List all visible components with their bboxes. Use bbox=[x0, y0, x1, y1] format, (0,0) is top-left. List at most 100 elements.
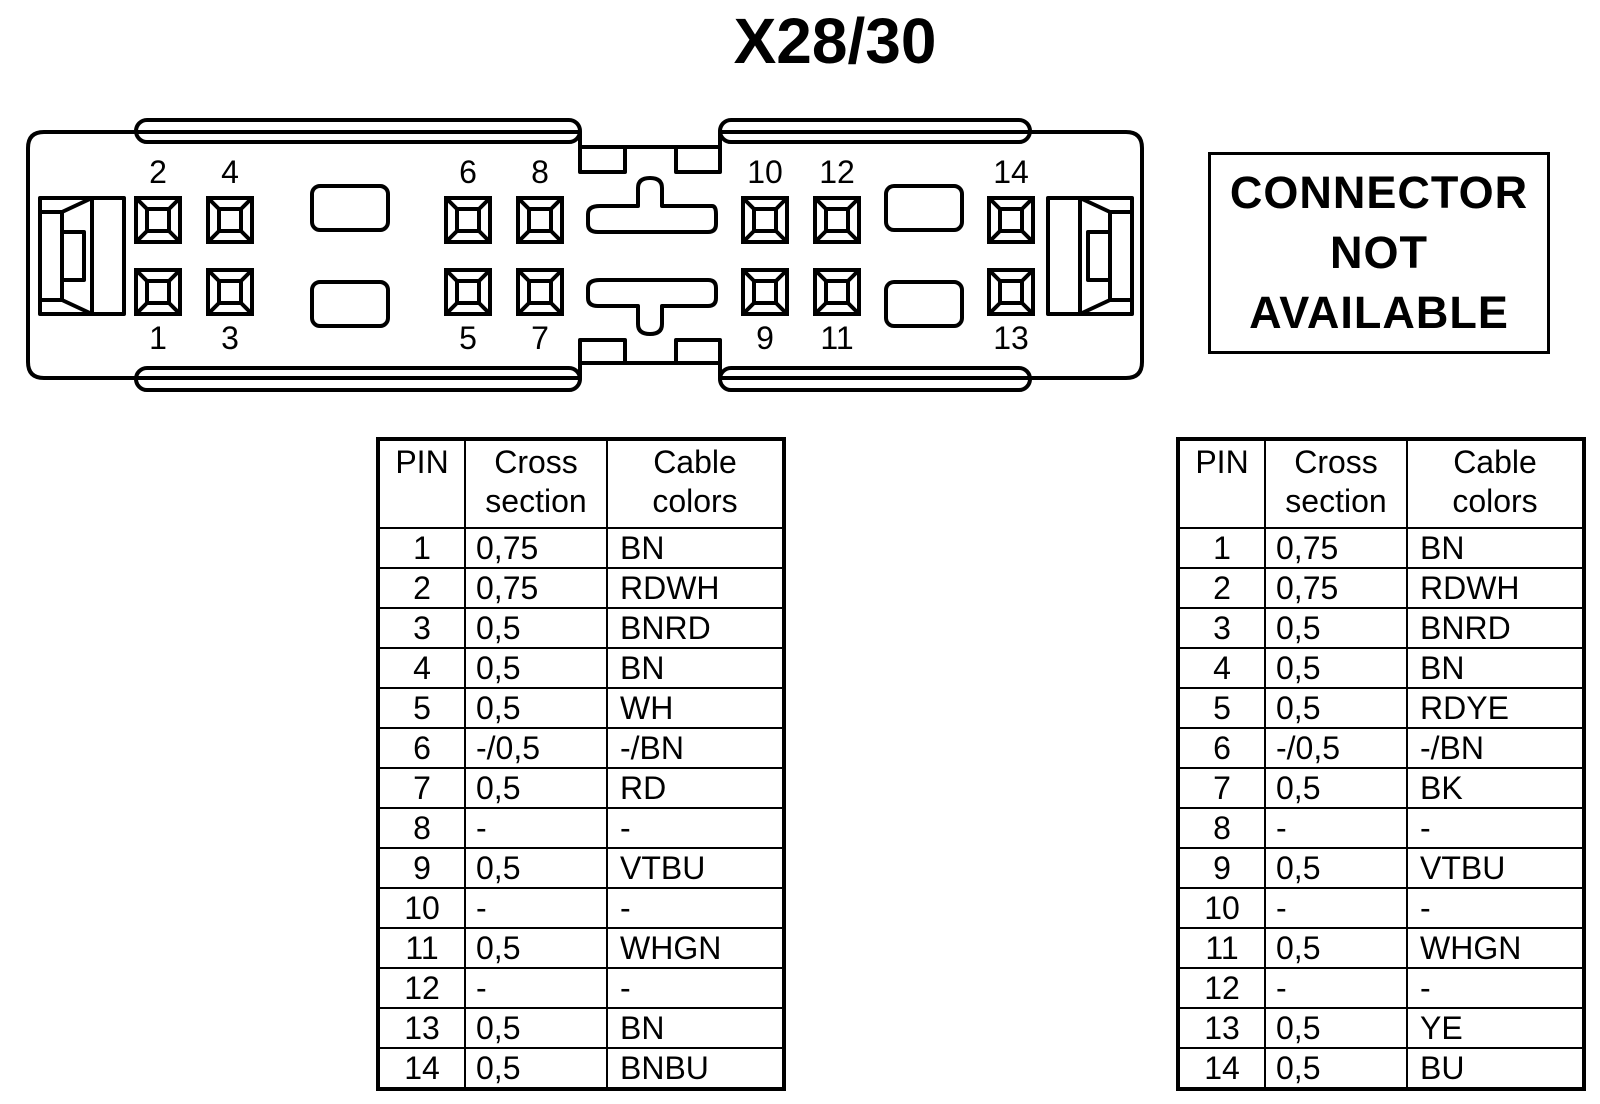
cell-cross-section: -/0,5 bbox=[464, 727, 608, 769]
pin-number-label: 7 bbox=[531, 320, 549, 356]
key-upper bbox=[586, 176, 718, 234]
cell-cable-color: WH bbox=[606, 687, 785, 729]
cell-pin: 3 bbox=[1177, 607, 1266, 649]
cell-cross-section: - bbox=[464, 807, 608, 849]
pin-number-label: 13 bbox=[993, 320, 1029, 356]
cell-cable-color: - bbox=[606, 887, 785, 929]
cell-pin: 9 bbox=[1177, 847, 1266, 889]
cell-cross-section: 0,75 bbox=[1264, 567, 1408, 609]
cell-cross-section: 0,5 bbox=[1264, 767, 1408, 809]
connector-body bbox=[26, 130, 1144, 380]
cell-cross-section: 0,5 bbox=[464, 687, 608, 729]
cell-cross-section: 0,5 bbox=[1264, 647, 1408, 689]
cell-cable-color: -/BN bbox=[606, 727, 785, 769]
cell-cable-color: -/BN bbox=[1406, 727, 1585, 769]
pin-number-label: 6 bbox=[459, 154, 477, 190]
pin-number-label: 10 bbox=[747, 154, 783, 190]
cell-cable-color: BNBU bbox=[606, 1047, 785, 1090]
empty-slot bbox=[310, 280, 390, 328]
latch-rail-top-left bbox=[134, 118, 582, 144]
cell-pin: 11 bbox=[377, 927, 466, 969]
cell-pin: 12 bbox=[377, 967, 466, 1009]
cell-cable-color: - bbox=[1406, 967, 1585, 1009]
cell-cross-section: 0,75 bbox=[464, 567, 608, 609]
cell-pin: 1 bbox=[1177, 527, 1266, 569]
cell-pin: 5 bbox=[377, 687, 466, 729]
cell-cable-color: - bbox=[606, 807, 785, 849]
cell-cross-section: 0,5 bbox=[464, 927, 608, 969]
pin-number-label: 12 bbox=[819, 154, 855, 190]
cell-pin: 7 bbox=[377, 767, 466, 809]
side-latch-left bbox=[38, 196, 126, 316]
pin-cavity bbox=[206, 196, 254, 244]
table-row: 8-- bbox=[1177, 807, 1585, 849]
cell-pin: 11 bbox=[1177, 927, 1266, 969]
pin-number-label: 2 bbox=[149, 154, 167, 190]
cell-pin: 6 bbox=[377, 727, 466, 769]
cell-pin: 4 bbox=[1177, 647, 1266, 689]
center-notch-top bbox=[578, 147, 722, 174]
cell-cross-section: - bbox=[464, 967, 608, 1009]
pin-number-label: 9 bbox=[756, 320, 774, 356]
cell-cable-color: RDWH bbox=[1406, 567, 1585, 609]
table-row: 10-- bbox=[1177, 887, 1585, 929]
table-row: 12-- bbox=[1177, 967, 1585, 1009]
pin-cavity bbox=[206, 268, 254, 316]
cell-cable-color: BN bbox=[1406, 647, 1585, 689]
pin-cavity bbox=[444, 268, 492, 316]
table-row: 12-- bbox=[377, 967, 785, 1009]
latch-rail-bottom-right bbox=[718, 366, 1032, 392]
table-row: 10-- bbox=[377, 887, 785, 929]
pin-cavity bbox=[134, 196, 182, 244]
pin-number-label: 1 bbox=[149, 320, 167, 356]
cell-cross-section: 0,5 bbox=[464, 1007, 608, 1049]
cell-cross-section: 0,5 bbox=[1264, 927, 1408, 969]
table-row: 6-/0,5-/BN bbox=[1177, 727, 1585, 769]
cell-cross-section: 0,5 bbox=[1264, 607, 1408, 649]
cell-pin: 1 bbox=[377, 527, 466, 569]
cell-pin: 13 bbox=[1177, 1007, 1266, 1049]
cell-pin: 8 bbox=[1177, 807, 1266, 849]
header-pin: PIN bbox=[377, 438, 466, 529]
pin-cavity bbox=[987, 196, 1035, 244]
cell-cross-section: 0,5 bbox=[1264, 847, 1408, 889]
cell-cable-color: BN bbox=[1406, 527, 1585, 569]
cell-cross-section: - bbox=[1264, 967, 1408, 1009]
pin-number-label: 8 bbox=[531, 154, 549, 190]
cell-cable-color: BN bbox=[606, 1007, 785, 1049]
cell-cross-section: 0,5 bbox=[464, 767, 608, 809]
cell-pin: 10 bbox=[1177, 887, 1266, 929]
table-row: 8-- bbox=[377, 807, 785, 849]
pin-cavity bbox=[741, 268, 789, 316]
cell-cross-section: 0,5 bbox=[1264, 1007, 1408, 1049]
pin-cavity bbox=[987, 268, 1035, 316]
empty-slot bbox=[884, 184, 964, 232]
pin-number-label: 14 bbox=[993, 154, 1029, 190]
connector-not-available-box: CONNECTOR NOT AVAILABLE bbox=[1208, 152, 1550, 354]
latch-rail-top-right bbox=[718, 118, 1032, 144]
key-lower bbox=[586, 278, 718, 336]
cell-cross-section: - bbox=[1264, 807, 1408, 849]
pin-cavity bbox=[813, 196, 861, 244]
pin-cavity bbox=[134, 268, 182, 316]
table-row: 6-/0,5-/BN bbox=[377, 727, 785, 769]
pin-cavity bbox=[741, 196, 789, 244]
